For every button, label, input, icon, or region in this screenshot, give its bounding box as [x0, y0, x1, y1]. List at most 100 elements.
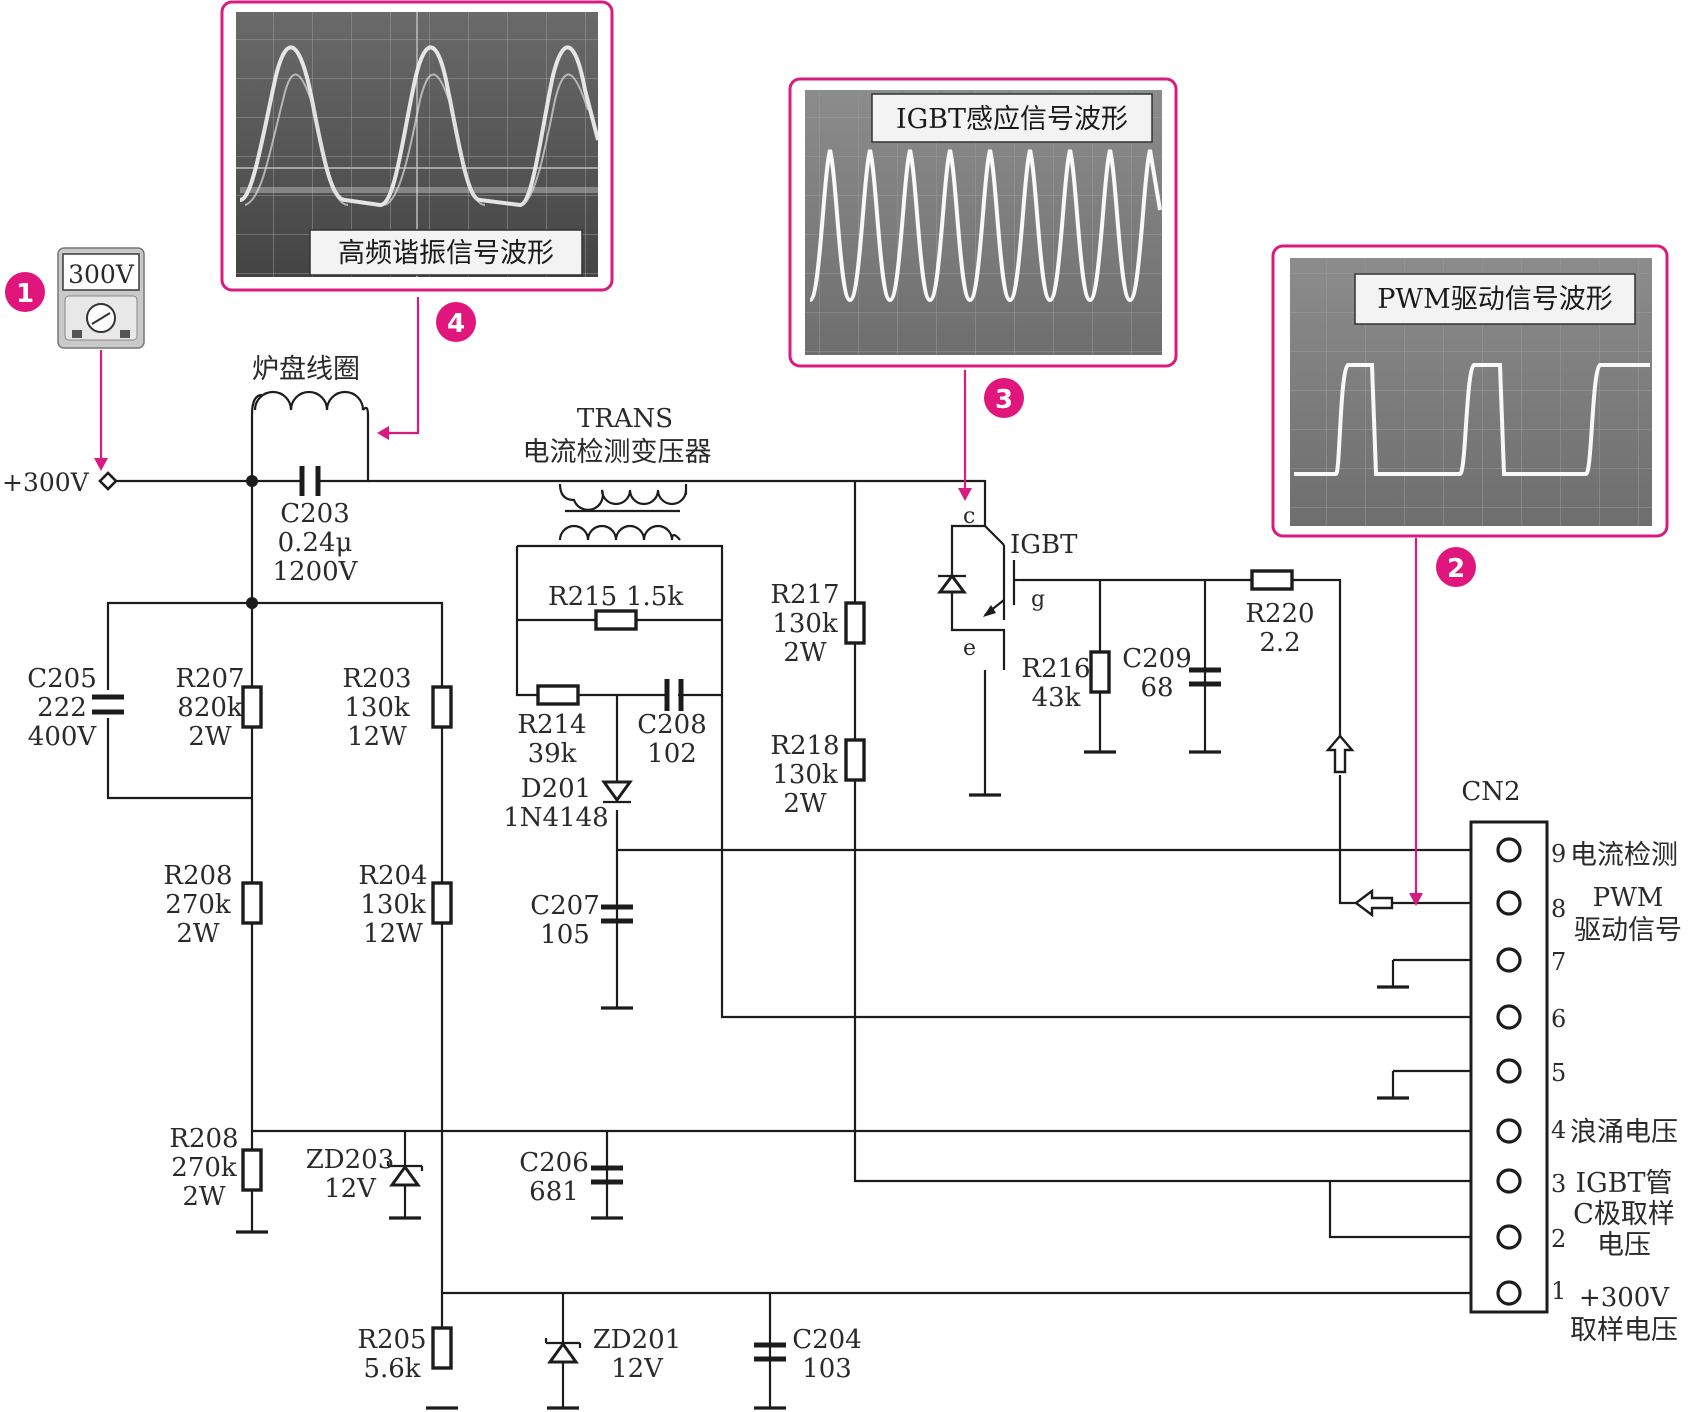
- zener-zd203: [386, 1161, 424, 1187]
- connector-cn2: [1469, 820, 1549, 1314]
- scope-resonance-waveform: 高频谐振信号波形: [220, 0, 614, 292]
- cn2-num-1: 1: [1551, 1277, 1566, 1305]
- resistor-r205: [431, 1326, 453, 1370]
- igbt-freewheel-diode: [937, 573, 967, 594]
- cn2-pin8-desc-1: PWM: [1593, 883, 1664, 913]
- r216-ref: R216: [1021, 654, 1090, 684]
- cn2-pin-3: [1496, 1168, 1522, 1194]
- c205-ref: C205: [27, 664, 97, 694]
- scope-resonance-caption: 高频谐振信号波形: [338, 238, 554, 269]
- cn2-pin1-desc-2: 取样电压: [1570, 1315, 1678, 1346]
- r215-value: 1.5k: [626, 582, 683, 612]
- cn2-pin1-desc-1: +300V: [1579, 1283, 1670, 1313]
- capacitor-c205: [92, 694, 124, 715]
- scope-pwm-caption: PWM驱动信号波形: [1377, 284, 1613, 315]
- zd201-ref: ZD201: [593, 1325, 682, 1355]
- cn2-pin-1: [1496, 1280, 1522, 1306]
- c206-value: 681: [529, 1177, 579, 1207]
- r214-value: 39k: [528, 739, 577, 769]
- r218-ref: R218: [770, 731, 839, 761]
- r217-ref: R217: [770, 580, 839, 610]
- r218-rating: 2W: [783, 789, 827, 819]
- r208a-rating: 2W: [176, 919, 220, 949]
- resistor-r208-upper: [241, 881, 263, 925]
- cn2-num-7: 7: [1551, 948, 1566, 976]
- cn2-num-2: 2: [1551, 1225, 1566, 1253]
- zener-zd201: [544, 1338, 582, 1364]
- r208b-rating: 2W: [182, 1182, 226, 1212]
- r205-value: 5.6k: [363, 1354, 420, 1384]
- diode-d201: [601, 780, 633, 804]
- r208a-value: 270k: [165, 890, 231, 920]
- c205-value: 222: [37, 693, 87, 723]
- c208-value: 102: [647, 739, 697, 769]
- capacitor-c209: [1189, 667, 1221, 687]
- resistor-r207: [241, 685, 263, 729]
- cn2-pin9-desc: 电流检测: [1570, 840, 1678, 871]
- meter-reading: 300V: [68, 260, 135, 289]
- supply-terminal: [98, 471, 118, 491]
- current-transformer: [558, 483, 688, 541]
- igbt-label: IGBT: [1010, 530, 1078, 560]
- c203-value: 0.24μ: [278, 528, 353, 558]
- trans-desc-label: 电流检测变压器: [523, 437, 712, 468]
- c206-ref: C206: [519, 1148, 589, 1178]
- pwm-signal-arrows: [1325, 734, 1394, 918]
- circuit-labels: +300V 炉盘线圈 TRANS 电流检测变压器 IGBT c g e CN2 …: [2, 354, 1682, 1384]
- capacitor-c208: [664, 679, 684, 711]
- r208b-ref: R208: [169, 1124, 238, 1154]
- igbt-transistor: [983, 545, 1022, 620]
- r205-ref: R205: [357, 1325, 426, 1355]
- cn2-pin8-desc-2: 驱动信号: [1574, 915, 1682, 946]
- resistor-r204: [431, 881, 453, 925]
- cn2-num-6: 6: [1551, 1005, 1566, 1033]
- cn2-num-3: 3: [1551, 1170, 1566, 1198]
- svg-text:4: 4: [447, 309, 465, 339]
- junctions: [246, 475, 258, 609]
- heating-coil: [250, 390, 370, 416]
- capacitor-c203: [299, 466, 321, 496]
- cn2-num-4: 4: [1551, 1116, 1566, 1144]
- supply-label: +300V: [2, 468, 90, 497]
- c203-ref: C203: [280, 499, 350, 529]
- c207-value: 105: [540, 920, 590, 950]
- svg-text:2: 2: [1447, 554, 1465, 584]
- c204-value: 103: [802, 1354, 852, 1384]
- r217-rating: 2W: [783, 638, 827, 668]
- zd201-value: 12V: [611, 1354, 664, 1384]
- cn2-pin-6: [1496, 1004, 1522, 1030]
- d201-value: 1N4148: [503, 803, 608, 833]
- ground-symbols: [236, 750, 1409, 1410]
- resistor-r214: [536, 684, 580, 706]
- cn2-pin-2: [1496, 1224, 1522, 1250]
- capacitor-c204: [754, 1342, 786, 1362]
- badge-3: 3: [984, 378, 1024, 418]
- r218-value: 130k: [772, 760, 838, 790]
- r203-value: 130k: [344, 693, 410, 723]
- cn2-pin32-desc-2: C极取样: [1573, 1199, 1675, 1230]
- r203-ref: R203: [342, 664, 411, 694]
- badge-4: 4: [436, 302, 476, 342]
- cn2-pin-4: [1496, 1118, 1522, 1144]
- r204-rating: 12W: [363, 919, 423, 949]
- r208b-value: 270k: [171, 1153, 237, 1183]
- igbt-pin-e: e: [963, 636, 976, 661]
- c209-value: 68: [1140, 673, 1173, 703]
- scope-igbt-sense-waveform: IGBT感应信号波形: [788, 77, 1178, 368]
- scope-igbt-caption: IGBT感应信号波形: [896, 104, 1128, 135]
- c209-ref: C209: [1122, 644, 1192, 674]
- r216-value: 43k: [1032, 683, 1081, 713]
- r204-value: 130k: [360, 890, 426, 920]
- igbt-pin-c: c: [963, 504, 975, 529]
- resistor-r216: [1089, 650, 1111, 694]
- scope-pwm-waveform: PWM驱动信号波形: [1271, 244, 1669, 538]
- cn2-pin-7: [1496, 947, 1522, 973]
- r207-rating: 2W: [188, 722, 232, 752]
- r204-ref: R204: [358, 861, 427, 891]
- resistor-r220: [1250, 569, 1294, 591]
- svg-text:3: 3: [995, 385, 1013, 415]
- cn2-pin-9: [1496, 837, 1522, 863]
- badge-2: 2: [1436, 547, 1476, 587]
- svg-text:1: 1: [16, 279, 34, 309]
